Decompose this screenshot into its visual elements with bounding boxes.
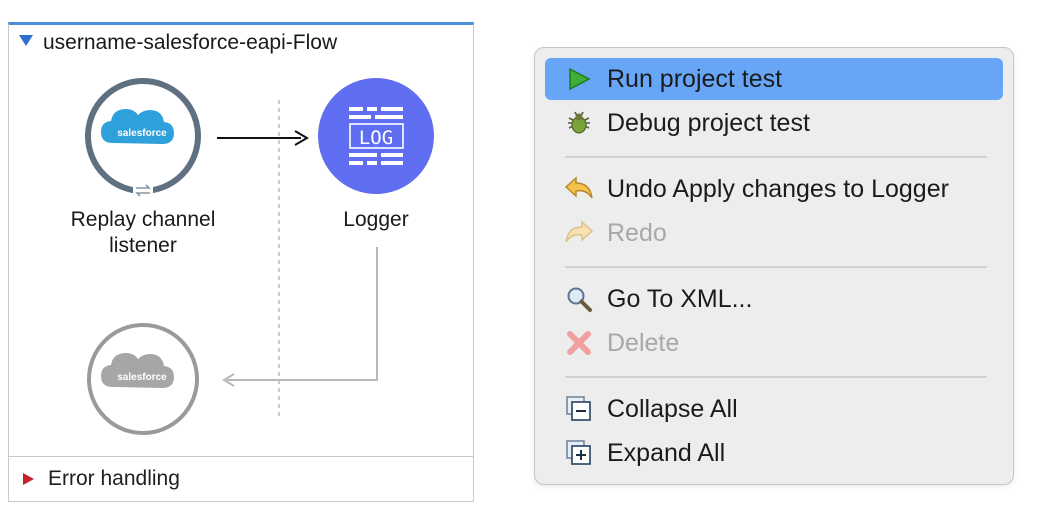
collapse-icon [562, 394, 596, 424]
magnifier-icon [562, 284, 596, 314]
flow-diagram: salesforce [85, 78, 434, 435]
collapsed-triangle-icon[interactable] [23, 473, 34, 485]
menu-item-go-to-xml[interactable]: Go To XML... [545, 278, 1003, 320]
error-handling-label: Error handling [48, 467, 180, 490]
error-handling-section[interactable]: Error handling [9, 456, 473, 501]
flow-title: username-salesforce-eapi-Flow [43, 31, 338, 54]
undo-icon [562, 174, 596, 204]
return-path [222, 247, 378, 387]
run-icon [562, 64, 596, 94]
flow-canvas: username-salesforce-eapi-Flow salesforce [8, 22, 474, 502]
logger-node[interactable]: LOG [318, 78, 434, 194]
menu-item-debug-project-test[interactable]: Debug project test [545, 102, 1003, 144]
svg-text:salesforce: salesforce [117, 128, 167, 139]
menu-item-undo[interactable]: Undo Apply changes to Logger [545, 168, 1003, 210]
menu-item-expand-all[interactable]: Expand All [545, 432, 1003, 474]
svg-text:LOG: LOG [359, 127, 393, 149]
expand-icon [562, 438, 596, 468]
menu-separator [565, 376, 987, 378]
delete-icon [562, 328, 596, 358]
menu-item-redo[interactable]: Redo [545, 212, 1003, 254]
menu-item-delete[interactable]: Delete [545, 322, 1003, 364]
menu-item-collapse-all[interactable]: Collapse All [545, 388, 1003, 430]
menu-separator [565, 266, 987, 268]
debug-icon [562, 108, 596, 138]
menu-separator [565, 156, 987, 158]
expand-triangle-icon[interactable] [19, 34, 33, 46]
replay-channel-listener-label: Replay channel listener [70, 208, 216, 257]
menu-item-run-project-test[interactable]: Run project test [545, 58, 1003, 100]
response-node-ghost[interactable]: salesforce [87, 323, 199, 435]
log-icon: LOG [349, 107, 404, 165]
salesforce-cloud-icon-ghost: salesforce [101, 353, 174, 388]
flow-header[interactable]: username-salesforce-eapi-Flow [19, 31, 337, 55]
redo-icon [562, 218, 596, 248]
logger-label: Logger [343, 208, 409, 231]
salesforce-cloud-icon: salesforce [101, 109, 174, 144]
replay-channel-listener-node[interactable]: salesforce [85, 78, 201, 199]
svg-text:salesforce: salesforce [117, 372, 167, 383]
swap-arrows-icon [135, 184, 151, 197]
context-menu: Run project test Debug project test Undo… [534, 47, 1014, 485]
flow-arrow [217, 130, 309, 146]
